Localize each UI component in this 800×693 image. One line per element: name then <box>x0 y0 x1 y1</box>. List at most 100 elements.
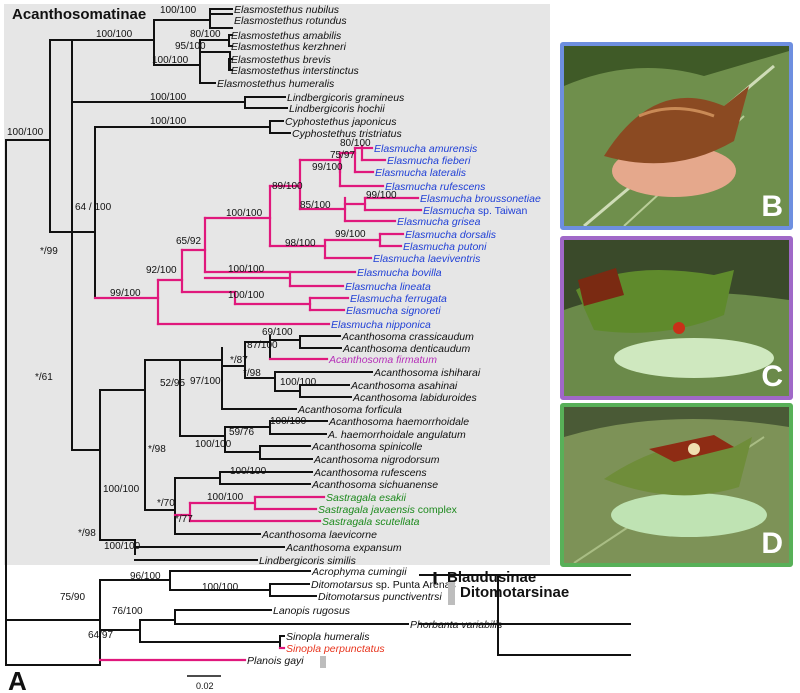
taxon-label-s_scutellata: Sastragala scutellata <box>322 516 420 528</box>
support-value: 59/76 <box>229 427 254 438</box>
support-value: 100/100 <box>7 127 44 138</box>
support-value: 100/100 <box>150 92 187 103</box>
taxon-label-e_amabilis: Elasmostethus amabilis <box>231 30 342 42</box>
taxon-label-a_denticaudum: Acanthosoma denticaudum <box>342 343 470 355</box>
clade-label-blaudusinae: Blaudusinae <box>447 569 536 586</box>
support-value: 100/100 <box>152 55 189 66</box>
taxon-label-el_signoreti: Elasmucha signoreti <box>346 305 441 317</box>
taxon-label-si_perpunctatus: Sinopla perpunctatus <box>286 643 385 655</box>
taxon-label-a_ishiharai: Acanthosoma ishiharai <box>373 367 481 379</box>
planois-bracket <box>320 656 326 668</box>
support-value: 99/100 <box>366 190 397 201</box>
support-value: */99 <box>40 246 58 257</box>
clade-label-acanthosomatinae: Acanthosomatinae <box>12 6 146 23</box>
taxon-label-e_nubilus: Elasmostethus nubilus <box>234 4 340 16</box>
support-value: 75/97 <box>330 150 355 161</box>
taxon-label-el_rufescens: Elasmucha rufescens <box>385 181 486 193</box>
support-value: 64/97 <box>88 630 113 641</box>
taxon-label-el_laeviventris: Elasmucha laeviventris <box>373 253 481 265</box>
support-value: 75/90 <box>60 592 85 603</box>
support-value: 100/100 <box>230 466 267 477</box>
taxon-label-el_taiwan: Elasmucha sp. Taiwan <box>423 205 527 217</box>
taxon-label-a_rufescens: Acanthosoma rufescens <box>313 467 427 479</box>
taxon-label-a_crassicaudum: Acanthosoma crassicaudum <box>341 331 474 343</box>
support-value: 100/100 <box>104 541 141 552</box>
photo-panel-c: C <box>560 236 793 400</box>
support-value: */98 <box>243 368 261 379</box>
taxon-label-el_dorsalis: Elasmucha dorsalis <box>405 229 497 241</box>
taxon-label-pl_gayi: Planois gayi <box>247 655 304 667</box>
clade-brackets <box>320 572 455 668</box>
support-value: 100/100 <box>103 484 140 495</box>
support-value: 52/95 <box>160 378 185 389</box>
support-value: 64 / 100 <box>75 202 112 213</box>
photo-panel-d: D <box>560 403 793 567</box>
support-values: 100/100100/10095/10080/100100/100100/100… <box>7 5 397 641</box>
taxon-label-e_brevis: Elasmostethus brevis <box>231 54 332 66</box>
taxon-label-p_variabilis: Phorbanta variabilis <box>410 619 503 631</box>
taxon-label-el_fieberi: Elasmucha fieberi <box>387 155 471 167</box>
taxon-label-el_putoni: Elasmucha putoni <box>403 241 487 253</box>
photo-panel-b: B <box>560 42 793 230</box>
support-value: 80/100 <box>190 29 221 40</box>
taxon-label-a_haemorrhoidale: Acanthosoma haemorrhoidale <box>328 416 469 428</box>
support-value: 99/100 <box>110 288 141 299</box>
taxon-label-e_rotundus: Elasmostethus rotundus <box>234 15 347 27</box>
support-value: 80/100 <box>340 138 371 149</box>
photo-letter-b: B <box>761 190 783 223</box>
support-value: 65/92 <box>176 236 201 247</box>
photo-shield-bug-guarding-eggs <box>564 46 789 226</box>
support-value: 100/100 <box>226 208 263 219</box>
ditomotarsinae-bracket <box>448 581 455 605</box>
support-value: 85/100 <box>300 200 331 211</box>
taxon-label-a_labiduroides: Acanthosoma labiduroides <box>352 392 477 404</box>
support-value: 69/100 <box>262 327 293 338</box>
clade-label-ditomotarsinae: Ditomotarsinae <box>460 584 569 601</box>
support-value: 95/100 <box>175 41 206 52</box>
taxon-label-s_javaensis: Sastragala javaensis complex <box>318 504 458 516</box>
taxon-label-el_nipponica: Elasmucha nipponica <box>331 319 431 331</box>
taxon-label-el_lineata: Elasmucha lineata <box>345 281 431 293</box>
taxon-label-l_similis: Lindbergicoris similis <box>259 555 357 567</box>
support-value: 100/100 <box>195 439 232 450</box>
support-value: 100/100 <box>150 116 187 127</box>
support-value: 99/100 <box>312 162 343 173</box>
taxon-label-el_ferrugata: Elasmucha ferrugata <box>350 293 447 305</box>
support-value: 100/100 <box>207 492 244 503</box>
taxon-label-a_asahinai: Acanthosoma asahinai <box>350 380 458 392</box>
taxon-label-e_kerzhneri: Elasmostethus kerzhneri <box>231 41 347 53</box>
taxon-label-ac_cumingii: Acrophyma cumingii <box>311 566 407 578</box>
support-value: */70 <box>157 498 175 509</box>
tree-branches <box>5 8 631 666</box>
photo-green-shield-bug-eggs <box>564 240 789 396</box>
taxon-label-c_japonicus: Cyphostethus japonicus <box>285 116 397 128</box>
support-value: 100/100 <box>228 290 265 301</box>
taxon-label-l_hochii: Lindbergicoris hochii <box>289 103 385 115</box>
support-value: */77 <box>175 514 193 525</box>
taxon-label-l_gramineus: Lindbergicoris gramineus <box>287 92 405 104</box>
taxon-label-a_spinicolle: Acanthosoma spinicolle <box>311 441 422 453</box>
support-value: 100/100 <box>270 416 307 427</box>
taxon-label-el_grisea: Elasmucha grisea <box>397 216 481 228</box>
support-value: 98/100 <box>285 238 316 249</box>
taxon-label-a_forficula: Acanthosoma forficula <box>297 404 402 416</box>
taxon-label-d_punctiventris: Ditomotarsus punctiventrsi <box>318 591 442 603</box>
support-value: 100/100 <box>280 377 317 388</box>
support-value: */61 <box>35 372 53 383</box>
support-value: 92/100 <box>146 265 177 276</box>
support-value: 97/100 <box>190 376 221 387</box>
taxon-label-a_sichuanense: Acanthosoma sichuanense <box>311 479 438 491</box>
support-value: */98 <box>148 444 166 455</box>
scale-bar-label: 0.02 <box>196 681 214 691</box>
taxon-label-e_interstinctus: Elasmostethus interstinctus <box>231 65 360 77</box>
photo-letter-c: C <box>761 360 783 393</box>
taxon-label-si_humeralis: Sinopla humeralis <box>286 631 370 643</box>
support-value: 87/100 <box>247 340 278 351</box>
taxon-label-a_firmatum: Acanthosoma firmatum <box>328 354 437 366</box>
support-value: 76/100 <box>112 606 143 617</box>
support-value: 100/100 <box>202 582 239 593</box>
photo-green-shield-bug-nymphs <box>564 407 789 563</box>
support-value: */87 <box>230 355 248 366</box>
